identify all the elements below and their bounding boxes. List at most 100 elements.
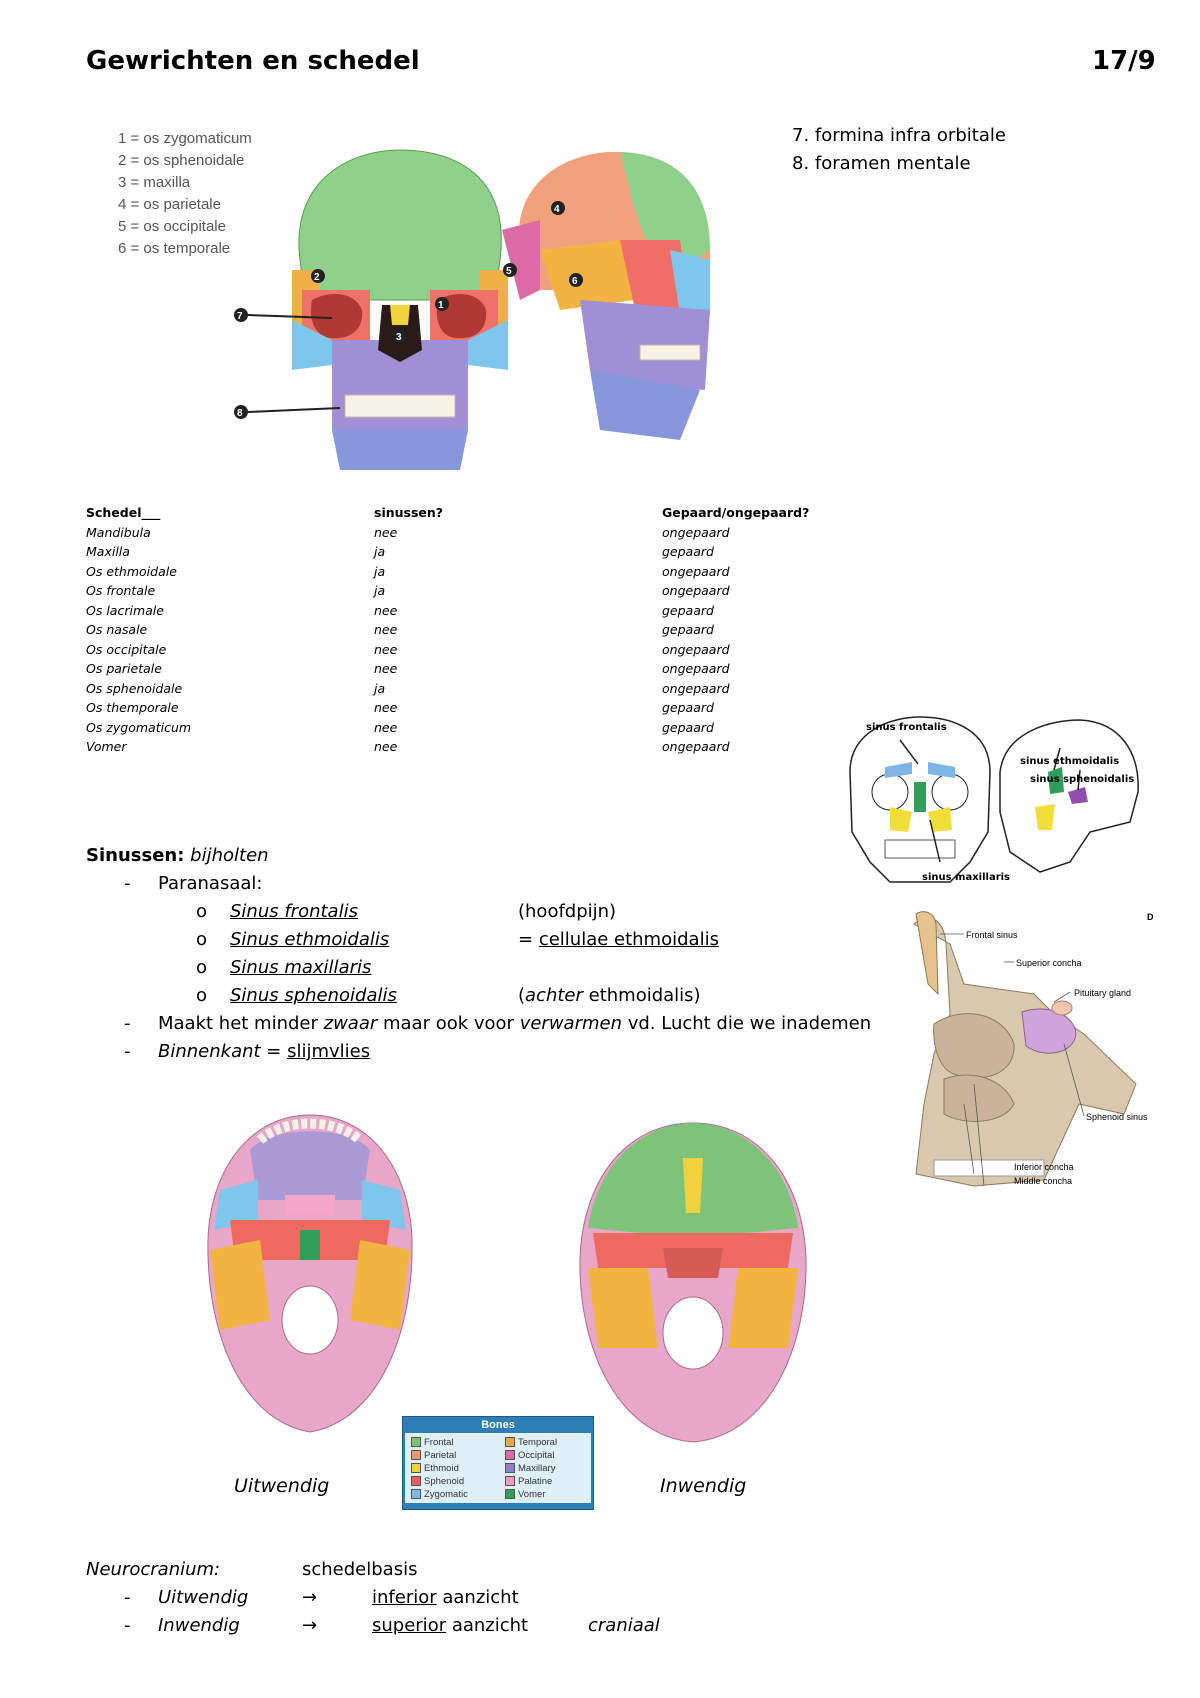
text-underlined: slijmvlies [287,1041,371,1062]
marker-4 [551,201,565,215]
swatch [505,1489,515,1500]
table-row: Os lacrimale nee gepaard [86,601,862,621]
col-header-bone: Schedel___ [86,505,161,521]
text-italic: Binnenkant [158,1041,261,1062]
label-middle-concha: Middle concha [1014,1176,1072,1186]
marker-label: 4 [554,204,560,215]
sagittal-figure: D Frontal sinus Superior concha Pituitar… [913,911,1154,1187]
table-row: Os occipitale nee ongepaard [86,640,862,660]
table-row: Os themporale nee gepaard [86,698,862,718]
legend-item-parietal: Parietal [411,1450,456,1461]
cell-paired: ongepaard [662,563,730,579]
marker-label: 6 [572,276,578,287]
frontal-markers: 2 1 3 7 8 [234,269,449,419]
marker-1 [435,297,449,311]
skull-illustration: 2 1 3 7 8 4 5 6 [234,149,710,470]
cell-paired: ongepaard [662,524,730,540]
paranasaal-label: Paranasaal: [158,873,263,894]
legend-item-temporal: Temporal [505,1437,557,1448]
text-italic: verwarmen [519,1013,622,1034]
legend-item-ethmoid: Ethmoid [411,1463,459,1474]
frontal-skull-figure [292,149,508,470]
bone-legend-item: 4 = os parietale [118,196,221,213]
marker-label: 3 [396,332,402,343]
cell-paired: ongepaard [662,661,730,677]
bone-legend-item: 2 = os sphenoidale [118,152,245,169]
cell-bone: Os lacrimale [86,602,164,618]
cell-paired: gepaard [662,544,714,560]
cell-bone: Os themporale [86,700,179,716]
cell-paired: gepaard [662,700,714,716]
marker-label: 7 [237,311,243,322]
swatch [505,1450,515,1461]
superior-aanzicht: superior aanzicht [372,1612,528,1640]
label-sinus-ethmoidalis: sinus ethmoidalis [1020,756,1119,767]
marker-8 [234,405,248,419]
label-superior-concha: Superior concha [1016,958,1082,968]
swatch [411,1437,421,1448]
skull-base-internal-figure [579,1122,807,1443]
marker-label: 8 [237,408,243,419]
marker-6 [569,273,583,287]
note-italic: achter [525,985,583,1006]
legend-item-vomer: Vomer [505,1489,545,1500]
sinussen-translation: bijholten [190,845,269,866]
marker-3 [393,329,407,343]
bullet: o [196,957,208,978]
col-header-sinus: sinussen? [374,505,444,521]
label-pituitary-gland: Pituitary gland [1074,988,1131,998]
cell-bone: Os occipitale [86,641,167,657]
uitwendig-term: Uitwendig [158,1587,249,1608]
cell-sinus: ja [374,544,386,560]
swatch [411,1463,421,1474]
cell-bone: Os sphenoidale [86,680,183,696]
cell-sinus: nee [374,602,398,618]
text-part: aanzicht [446,1615,529,1636]
cell-paired: gepaard [662,719,714,735]
bone-legend-item: 6 = os temporale [118,240,231,257]
skull-base-external-figure [207,1114,413,1433]
cell-bone: Maxilla [86,544,130,560]
cell-sinus: nee [374,700,398,716]
swatch [411,1476,421,1487]
lateral-markers: 4 5 6 [503,201,583,287]
cell-sinus: nee [374,641,398,657]
bones-table: Schedel___ sinussen? Gepaard/ongepaard? … [86,503,862,757]
dash: - [124,1013,131,1034]
legend-item-frontal: Frontal [411,1437,454,1448]
caption-inwendig: Inwendig [660,1475,747,1497]
page-title: Gewrichten en schedel [86,46,420,76]
inwendig-term: Inwendig [158,1615,240,1636]
sinus-frontalis-note: (hoofdpijn) [518,901,617,922]
cell-paired: ongepaard [662,641,730,657]
note-underlined: cellulae ethmoidalis [538,929,719,950]
cell-sinus: nee [374,622,398,638]
dash: - [124,1587,131,1608]
binnenkant-line: Binnenkant = slijmvlies [158,1038,370,1066]
cell-sinus: nee [374,661,398,677]
bullet: o [196,901,208,922]
text-part: vd. Lucht die we inademen [621,1013,872,1034]
label-frontal-sinus: Frontal sinus [966,930,1018,940]
cell-sinus: nee [374,739,398,755]
text-part: Maakt het minder [158,1013,324,1034]
sinussen-label: Sinussen: [86,845,185,866]
text-part: maar ook voor [377,1013,520,1034]
cell-paired: gepaard [662,602,714,618]
sinus-frontalis: Sinus frontalis [230,901,358,922]
bullet: o [196,929,208,950]
note-prefix: = [518,929,539,950]
label-sinus-maxillaris: sinus maxillaris [922,872,1010,883]
swatch [505,1437,515,1448]
sinussen-heading: Sinussen: bijholten [86,842,269,870]
swatch [411,1489,421,1500]
cell-bone: Os nasale [86,622,148,638]
sinus-ethmoidalis: Sinus ethmoidalis [230,929,390,950]
craniaal-term: craniaal [588,1615,660,1636]
